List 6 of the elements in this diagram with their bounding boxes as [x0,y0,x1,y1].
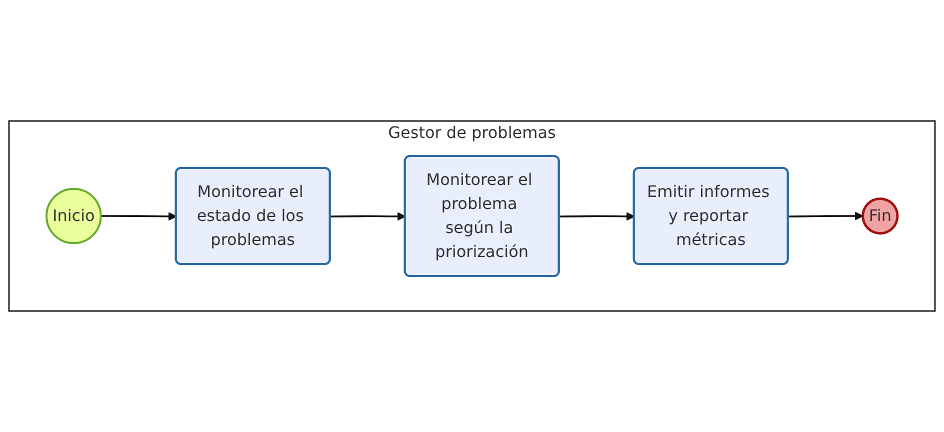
arrow [330,212,406,221]
arrow [100,212,177,221]
node-circle: Fin [862,197,899,235]
node-circle: Inicio [46,188,102,244]
arrow [559,212,635,221]
arrow [788,212,864,220]
